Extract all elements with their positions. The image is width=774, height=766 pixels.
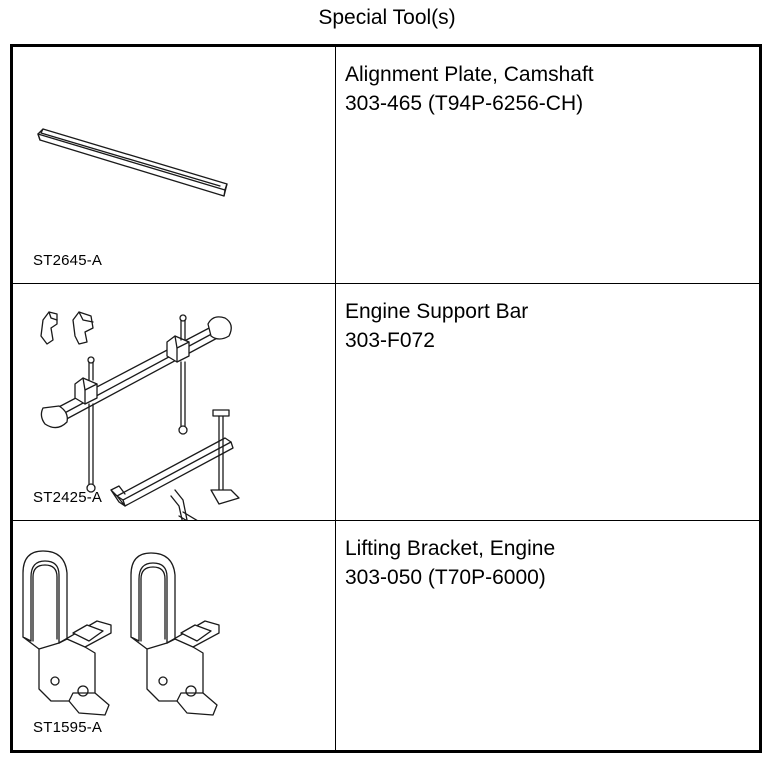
tool-image-cell: ST2425-A — [13, 284, 336, 520]
figure-code: ST2645-A — [33, 252, 103, 269]
tool-name: Lifting Bracket, Engine — [345, 537, 556, 560]
tool-description-cell: Lifting Bracket, Engine 303-050 (T70P-60… — [336, 521, 759, 750]
tool-number: 303-465 (T94P-6256-CH) — [345, 92, 584, 115]
table-row: ST1595-A Lifting Bracket, Engine 303-050… — [13, 521, 759, 750]
table-row: ST2425-A Engine Support Bar 303-F072 — [13, 284, 759, 521]
camshaft-alignment-plate-icon — [37, 128, 228, 197]
engine-lifting-bracket-icon — [22, 550, 220, 716]
tool-number: 303-050 (T70P-6000) — [345, 566, 546, 589]
tool-image-cell: ST2645-A — [13, 47, 336, 283]
engine-support-bar-icon — [40, 311, 240, 520]
figure-code: ST1595-A — [33, 719, 103, 736]
tool-description-cell: Engine Support Bar 303-F072 — [336, 284, 759, 520]
table-row: ST2645-A Alignment Plate, Camshaft 303-4… — [13, 47, 759, 284]
tool-image-cell: ST1595-A — [13, 521, 336, 750]
page-title: Special Tool(s) — [318, 6, 456, 29]
figure-code: ST2425-A — [33, 489, 103, 506]
tool-number: 303-F072 — [345, 329, 435, 352]
tool-name: Alignment Plate, Camshaft — [345, 63, 594, 86]
tool-description-cell: Alignment Plate, Camshaft 303-465 (T94P-… — [336, 47, 759, 283]
tool-name: Engine Support Bar — [345, 300, 529, 323]
special-tools-table: ST2645-A Alignment Plate, Camshaft 303-4… — [10, 44, 762, 753]
